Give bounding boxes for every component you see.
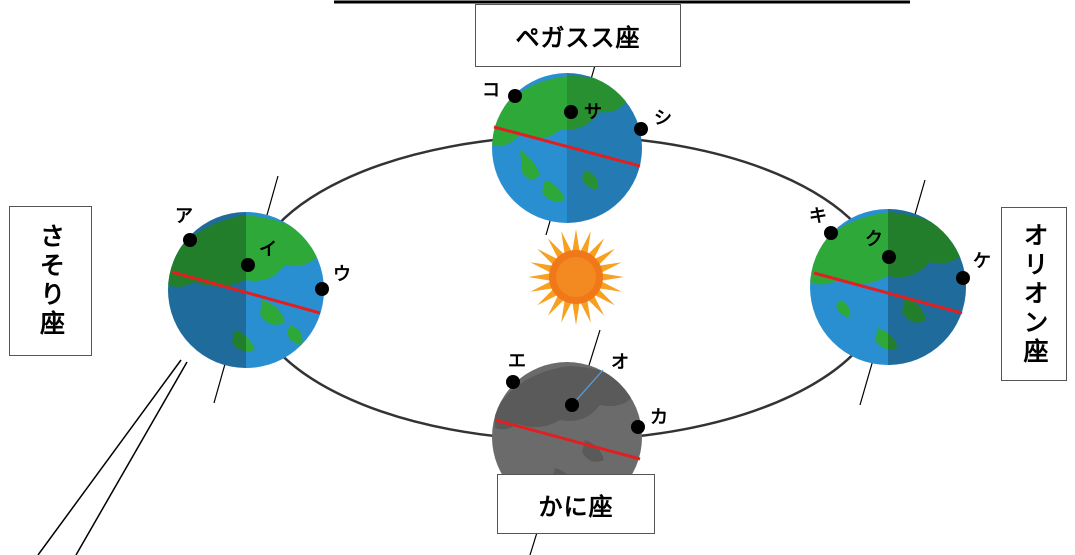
sun-ray (547, 295, 564, 316)
sun-ray (580, 300, 591, 323)
sun-rays (528, 229, 624, 325)
earth-top (492, 73, 642, 223)
sun-ray (537, 248, 558, 265)
sun-ray (530, 262, 553, 273)
sun-ray (572, 229, 580, 252)
point-dot-ki (824, 226, 838, 240)
point-label-a: ア (175, 206, 193, 227)
point-dot-e (506, 375, 520, 389)
sun-ray (561, 231, 572, 254)
point-label-ki: キ (809, 206, 827, 227)
sun-ray (594, 289, 615, 306)
sun-ray (528, 273, 551, 281)
point-dot-sa (564, 105, 578, 119)
point-dot-u (315, 282, 329, 296)
point-dot-ko (508, 89, 522, 103)
point-label-sa: サ (584, 102, 602, 123)
point-label-i: イ (259, 239, 277, 260)
point-label-e: エ (508, 351, 526, 372)
sun-ray (572, 302, 580, 325)
sun-ray (599, 262, 622, 273)
point-dot-i (241, 258, 255, 272)
earth-left (168, 212, 324, 368)
sun-ray (561, 300, 572, 323)
constellation-box-pegasus: ペガスス座 (475, 4, 681, 67)
point-label-shi: シ (654, 108, 672, 129)
point-label-u: ウ (333, 264, 351, 285)
point-dot-ku (882, 250, 896, 264)
point-dot-a (183, 233, 197, 247)
sun-ray (580, 231, 591, 254)
sun-ray (588, 295, 605, 316)
point-o-leader (571, 369, 604, 406)
pointer-line-2 (75, 361, 188, 555)
constellation-box-cancer: かに座 (497, 474, 655, 534)
earth-right (810, 209, 966, 365)
sun-ray (588, 238, 605, 259)
constellation-box-orion: オリオン座 (1001, 207, 1067, 381)
sun-ray (601, 273, 624, 281)
point-dot-ka (631, 420, 645, 434)
sun-ray (547, 238, 564, 259)
constellation-box-scorpio: さそり座 (9, 206, 92, 356)
sun-ray (530, 281, 553, 292)
point-dot-shi (634, 122, 648, 136)
point-label-o: オ (611, 352, 629, 373)
sun-ray (594, 248, 615, 265)
point-label-ko: コ (482, 80, 500, 101)
point-label-ku: ク (865, 229, 883, 250)
point-label-ke: ケ (973, 251, 991, 272)
pointer-line-1 (37, 359, 182, 555)
sun (528, 229, 624, 325)
point-dot-ke (956, 271, 970, 285)
point-label-ka: カ (650, 407, 668, 428)
sun-ray (537, 289, 558, 306)
sun-ray (599, 281, 622, 292)
point-dot-o (565, 398, 579, 412)
